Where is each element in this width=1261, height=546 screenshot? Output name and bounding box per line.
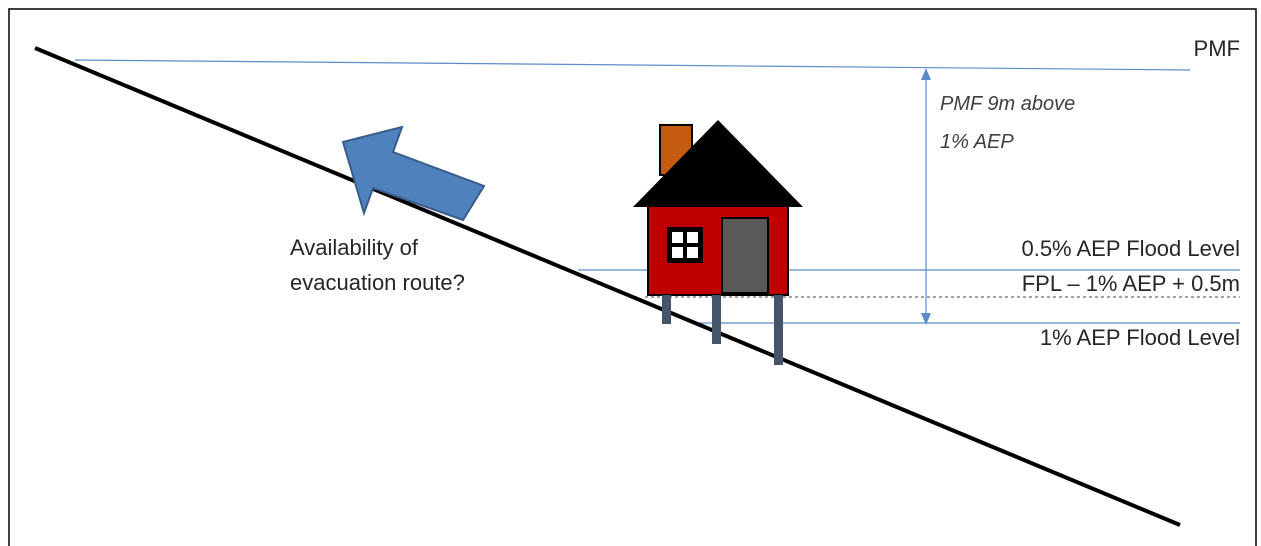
pmf-label: PMF — [1194, 36, 1240, 61]
house-pier — [662, 295, 671, 324]
pmf-annotation-line2: 1% AEP — [940, 131, 1014, 153]
aep-05-label: 0.5% AEP Flood Level — [1021, 236, 1240, 261]
house-pier — [712, 295, 721, 344]
house-pier — [774, 295, 783, 365]
house — [633, 120, 803, 365]
house-roof — [633, 120, 803, 207]
fpl-label: FPL – 1% AEP + 0.5m — [1022, 271, 1240, 296]
pmf-height-arrow — [921, 68, 931, 325]
evacuation-label-line1: Availability of — [290, 235, 419, 260]
pmf-annotation-line1: PMF 9m above — [940, 93, 1075, 115]
house-door — [722, 218, 768, 293]
ground-slope-line — [35, 48, 1180, 525]
house-window — [667, 227, 703, 263]
evacuation-label-line2: evacuation route? — [290, 270, 465, 295]
pmf-level-line — [75, 60, 1190, 70]
aep-1-label: 1% AEP Flood Level — [1040, 325, 1240, 350]
